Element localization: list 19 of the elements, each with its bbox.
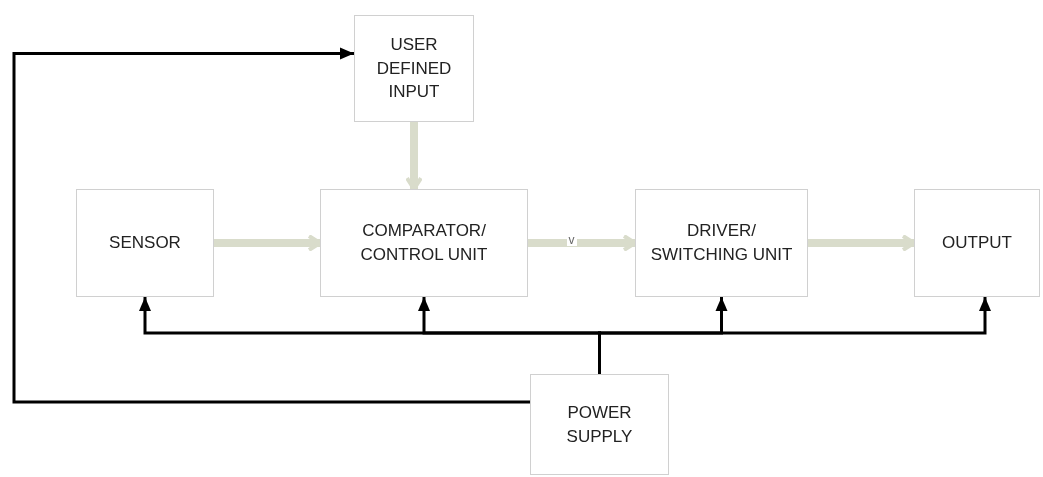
flow-arrow [405, 122, 423, 191]
arrow [12, 47, 530, 404]
block-label: SENSOR [109, 232, 181, 255]
flow-arrow [808, 234, 916, 252]
block-box [530, 374, 669, 475]
block-label: OUTPUT [942, 232, 1012, 255]
edge-label: v [566, 234, 577, 246]
block-box [76, 189, 214, 297]
block-label: POWER SUPPLY [565, 401, 634, 448]
flow-arrow [214, 234, 322, 252]
block-box [914, 189, 1040, 297]
flow-arrow [528, 234, 637, 252]
block-label: USER DEFINED INPUT [375, 33, 453, 104]
block-label: DRIVER/ SWITCHING UNIT [649, 220, 794, 266]
arrow [598, 297, 991, 374]
block-box [354, 15, 474, 122]
block-box [320, 189, 528, 297]
block-label: COMPARATOR/ CONTROL UNIT [359, 220, 489, 266]
block-box [635, 189, 808, 297]
